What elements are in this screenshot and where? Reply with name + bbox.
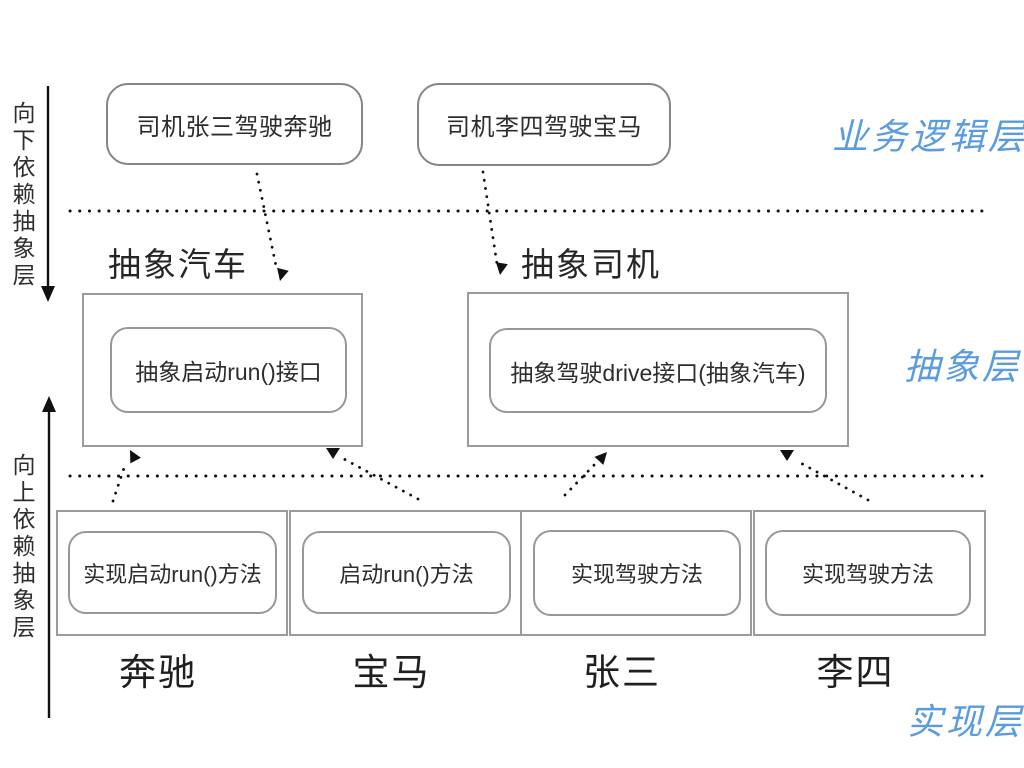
depend-down-arrow <box>41 86 55 302</box>
impl-label-lisi: 李四 <box>816 652 895 693</box>
business-box-zhangsan-benz-label: 司机张三驾驶奔驰 <box>136 113 333 141</box>
business-box-zhangsan-benz: 司机张三驾驶奔驰 <box>106 83 363 165</box>
impl-method-bmw-label: 启动run()方法 <box>339 561 474 587</box>
layer-label-implementation: 实现层 <box>907 702 1024 743</box>
impl-label-bmw: 宝马 <box>352 652 431 693</box>
layer-label-abstraction: 抽象层 <box>904 347 1022 388</box>
arrow-lisi-bmw-to-abstract-driver <box>481 170 508 275</box>
impl-method-box-lisi: 实现驾驶方法 <box>765 530 971 616</box>
abstract-car-interface-box: 抽象启动run()接口 <box>110 327 347 413</box>
impl-method-zhangsan-label: 实现驾驶方法 <box>570 562 703 587</box>
impl-method-box-zhangsan: 实现驾驶方法 <box>533 530 741 616</box>
arrow-zhangsan-benz-to-abstract-car <box>255 172 289 281</box>
impl-label-benz: 奔驰 <box>119 652 197 693</box>
impl-method-lisi-label: 实现驾驶方法 <box>801 562 934 587</box>
layer-label-business: 业务逻辑层 <box>832 117 1024 158</box>
abstract-car-interface-label: 抽象启动run()接口 <box>135 359 322 385</box>
abstract-driver-interface-box: 抽象驾驶drive接口(抽象汽车) <box>489 328 827 413</box>
business-box-lisi-bmw: 司机李四驾驶宝马 <box>417 83 671 166</box>
abstract-driver-title: 抽象司机 <box>521 246 661 283</box>
depend-up-annotation: 向上依赖抽象层 <box>9 453 35 642</box>
abstract-car-title: 抽象汽车 <box>108 246 248 283</box>
impl-method-box-bmw: 启动run()方法 <box>302 531 511 614</box>
arrow-zhangsan-to-abstract-driver <box>563 452 607 497</box>
impl-method-box-benz: 实现启动run()方法 <box>68 531 277 614</box>
abstract-driver-interface-label: 抽象驾驶drive接口(抽象汽车) <box>510 359 806 386</box>
depend-down-annotation: 向下依赖抽象层 <box>9 101 35 290</box>
arrow-lisi-to-abstract-driver <box>780 450 870 502</box>
impl-method-benz-label: 实现启动run()方法 <box>83 561 262 587</box>
arrow-benz-to-abstract-car <box>111 450 141 503</box>
impl-label-zhangsan: 张三 <box>583 652 661 693</box>
arrow-bmw-to-abstract-car <box>326 448 420 501</box>
business-box-lisi-bmw-label: 司机李四驾驶宝马 <box>446 114 642 141</box>
